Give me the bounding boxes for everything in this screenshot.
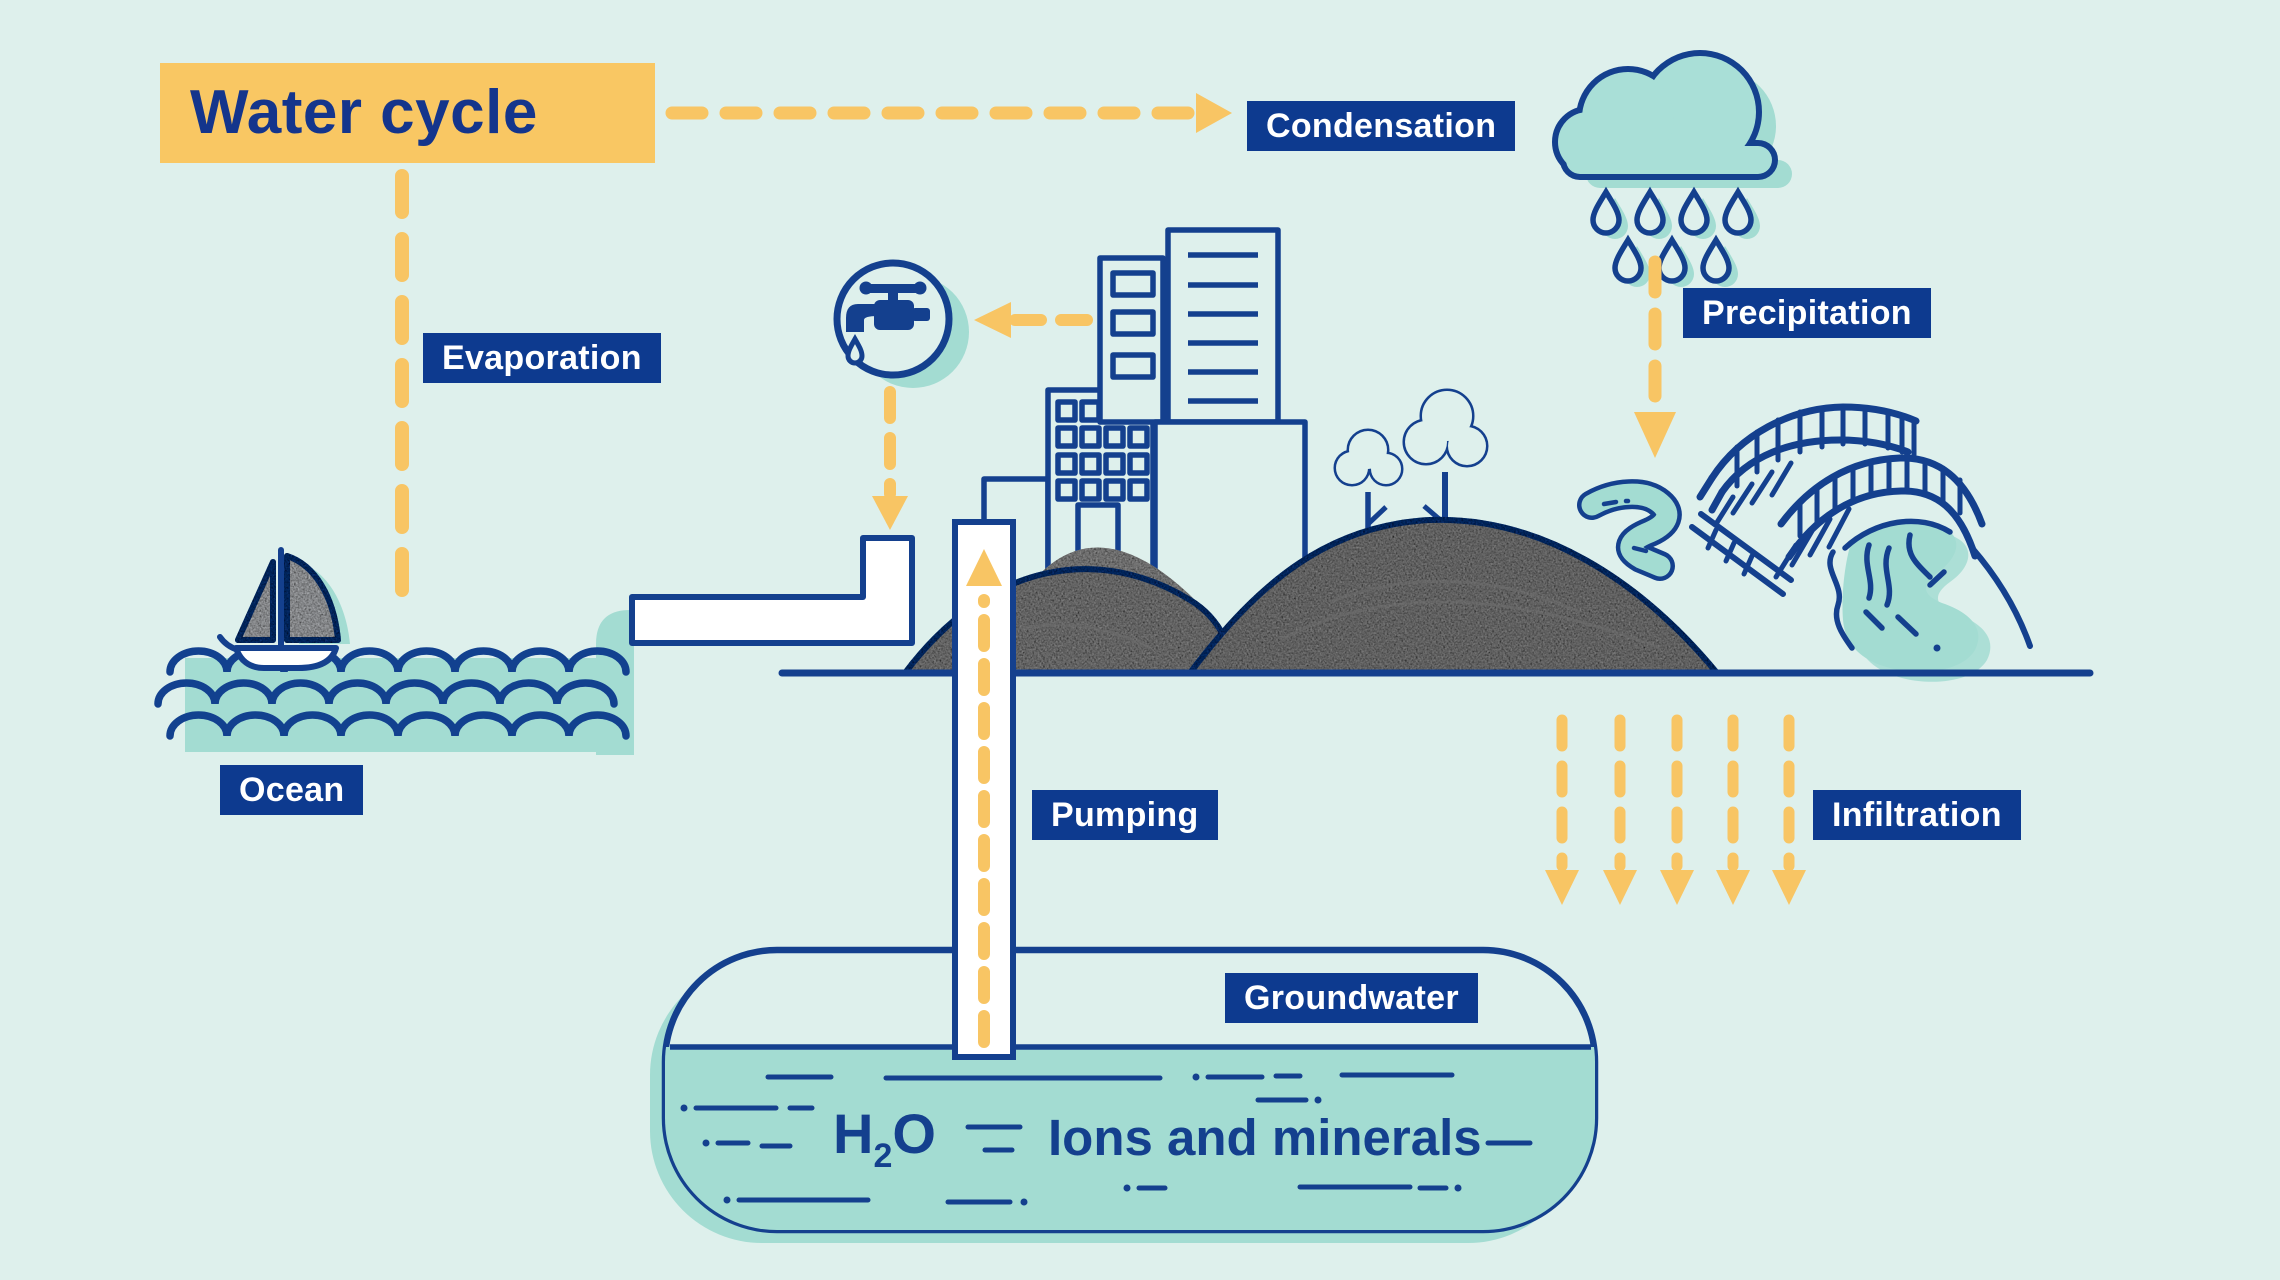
- title-to-condensation-arrow: [665, 93, 1232, 133]
- faucet-icon: [833, 259, 969, 388]
- faucet-to-plant-arrow: [872, 386, 908, 530]
- label-condensation: Condensation: [1247, 101, 1516, 151]
- label-precipitation: Precipitation: [1683, 288, 1931, 338]
- pump-pipe-icon: [952, 519, 1016, 1060]
- sailboat-icon: [217, 547, 350, 671]
- bridge-arch-back: [1773, 454, 2033, 649]
- city-to-faucet-arrow: [974, 302, 1093, 338]
- building-small-windows-tower: [1097, 255, 1166, 425]
- trees-icon: [1333, 388, 1489, 560]
- river-right-bank: [1969, 545, 2033, 649]
- bridge-icon: [1689, 403, 2033, 649]
- groundwater-tank-icon: [650, 946, 1599, 1243]
- diagram-title: Water cycle: [160, 63, 655, 163]
- water-drop-icon: [845, 333, 865, 366]
- river-flow-lines: [1827, 518, 1953, 652]
- pump-flow-arrowhead: [966, 549, 1002, 586]
- stream-icon: [1577, 479, 1682, 581]
- tank-decoration-lines: [680, 1072, 1533, 1206]
- rain-drops: [1593, 192, 1760, 287]
- tree-large: [1402, 388, 1489, 560]
- boat-hull: [233, 645, 339, 671]
- tank-ions-text: Ions and minerals: [1048, 1109, 1482, 1166]
- bridge-hatching: [1773, 506, 1852, 580]
- label-evaporation: Evaporation: [423, 333, 661, 383]
- tank-h2o-text: H2O: [833, 1102, 936, 1175]
- bridge-arch-front: [1689, 403, 1920, 597]
- infiltration-arrows: [1545, 714, 1806, 905]
- rain-cloud-icon: [1552, 50, 1792, 287]
- building-lined-tower: [1165, 227, 1281, 425]
- ocean-water: [185, 610, 634, 755]
- label-pumping: Pumping: [1032, 790, 1218, 840]
- title-text: Water cycle: [190, 78, 538, 147]
- water-treatment-structure: [629, 535, 915, 646]
- bridge-hatching: [1713, 460, 1794, 527]
- tree-small: [1333, 428, 1404, 548]
- hill-right: [1183, 516, 1724, 676]
- river-icon: [1827, 518, 1991, 682]
- precipitation-arrow: [1634, 255, 1676, 458]
- label-infiltration: Infiltration: [1813, 790, 2021, 840]
- label-groundwater: Groundwater: [1225, 973, 1478, 1023]
- label-ocean: Ocean: [220, 765, 364, 815]
